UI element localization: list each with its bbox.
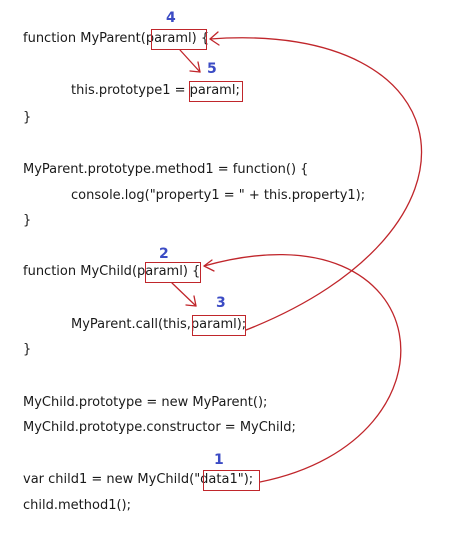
code-line-mychild-declaration: function MyChild(paraml) { — [23, 264, 201, 279]
arrowhead-call-param — [185, 295, 197, 307]
code-line-method1-declaration: MyParent.prototype.method1 = function() … — [23, 162, 309, 177]
code-line-myparent-call: MyParent.call(this,paraml); — [71, 317, 247, 332]
code-line-method1-close: } — [23, 213, 32, 228]
arrow-myparent-param-to-prototype1 — [179, 49, 201, 73]
arrowhead-mychild-param — [203, 259, 215, 272]
code-line-myparent-close: } — [23, 110, 32, 125]
arrow-data1-to-mychild-param — [203, 253, 402, 483]
code-line-mychild-constructor: MyChild.prototype.constructor = MyChild; — [23, 420, 296, 435]
code-line-mychild-prototype: MyChild.prototype = new MyParent(); — [23, 395, 268, 410]
step-marker-3: 3 — [216, 295, 226, 311]
step-marker-2: 2 — [159, 246, 169, 262]
code-line-mychild-close: } — [23, 342, 32, 357]
code-line-myparent-declaration: function MyParent(paraml) { — [23, 31, 210, 46]
step-marker-5: 5 — [207, 61, 217, 77]
code-line-prototype1-assignment: this.prototype1 = paraml; — [71, 83, 240, 98]
code-line-child1-instantiation: var child1 = new MyChild("data1"); — [23, 472, 254, 487]
step-marker-1: 1 — [214, 452, 224, 468]
arrowhead-prototype1-value — [189, 61, 201, 73]
step-marker-4: 4 — [166, 10, 176, 26]
code-line-child-method1-call: child.method1(); — [23, 498, 131, 513]
code-line-console-log: console.log("property1 = " + this.proper… — [71, 188, 366, 203]
arrow-call-param-to-myparent-param — [209, 37, 423, 331]
arrow-mychild-param-to-call-param — [171, 282, 197, 307]
arrowhead-myparent-param — [209, 31, 220, 46]
